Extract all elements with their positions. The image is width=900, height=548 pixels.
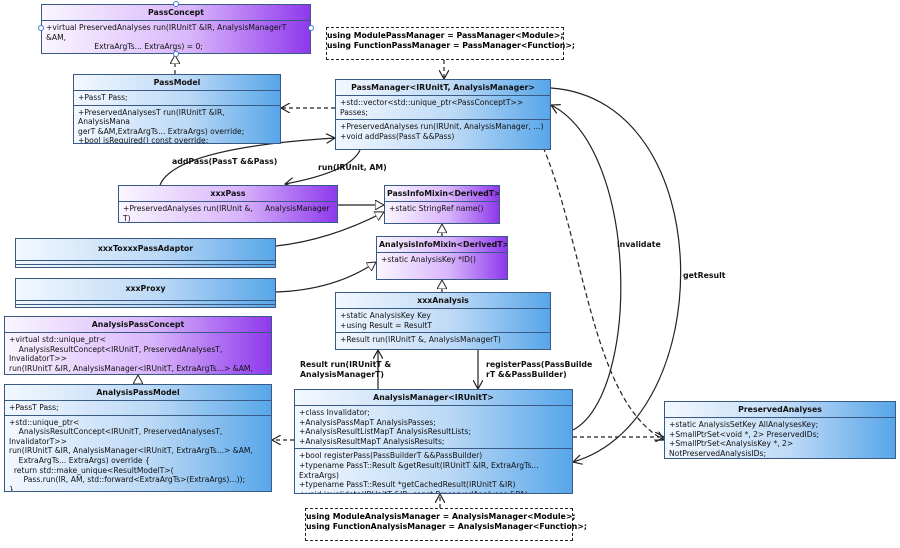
link-invalidate	[551, 105, 622, 431]
class-methods: +virtual PreservedAnalyses run(IRUnitT &…	[46, 23, 287, 53]
get-result-label: getResult	[683, 271, 726, 280]
class-name: AnalysisInfoMixin<DerivedT>	[377, 237, 507, 253]
selection-handle-icon[interactable]	[38, 25, 44, 31]
class-name: PreservedAnalyses	[665, 402, 895, 418]
pass-model-class[interactable]: PassModel +PassT Pass; +PreservedAnalyse…	[73, 74, 281, 144]
selection-handle-icon[interactable]	[173, 1, 179, 7]
class-name: AnalysisPassModel	[5, 385, 271, 401]
class-methods: +static StringRef name()	[389, 204, 484, 213]
proxy-class[interactable]: xxxProxy	[15, 278, 276, 308]
link-proxy-aim	[275, 262, 376, 293]
xxx-analysis-class[interactable]: xxxAnalysis +static AnalysisKey Key +usi…	[335, 292, 551, 350]
pass-manager-note[interactable]: using ModulePassManager = PassManager<Mo…	[326, 27, 575, 60]
class-attributes: +static AnalysisSetKey AllAnalysesKey; +…	[669, 420, 820, 458]
link-run	[285, 149, 361, 184]
class-methods: +PreservedAnalyses run(IRUnit &, Analysi…	[123, 204, 332, 223]
class-name: PassConcept	[42, 5, 310, 21]
register-pass-label: registerPass(PassBuilde rT &&PassBuilder…	[486, 360, 593, 379]
class-methods: +PreservedAnalysesT run(IRUnitT &IR, Ana…	[78, 107, 245, 144]
xxx-pass-class[interactable]: xxxPass +PreservedAnalyses run(IRUnit &,…	[118, 185, 338, 223]
analysis-manager-note[interactable]: using ModuleAnalysisManager = AnalysisMa…	[305, 508, 587, 541]
class-attributes: +class Invalidator; +AnalysisPassMapT An…	[295, 406, 572, 450]
class-attributes: +static AnalysisKey Key +using Result = …	[336, 309, 550, 334]
run-label: run(IRUnit, AM)	[318, 163, 387, 172]
class-methods: +static AnalysisKey *ID()	[381, 255, 476, 264]
preserved-analyses-class[interactable]: PreservedAnalyses +static AnalysisSetKey…	[664, 401, 896, 459]
class-name: PassModel	[74, 75, 280, 91]
link-getresult	[550, 87, 682, 462]
analysis-pass-concept-class[interactable]: AnalysisPassConcept +virtual std::unique…	[4, 316, 272, 375]
class-name: xxxProxy	[125, 284, 166, 293]
class-name: AnalysisPassConcept	[5, 317, 271, 333]
pass-manager-class[interactable]: PassManager<IRUnitT, AnalysisManager> +s…	[335, 79, 551, 150]
add-pass-label: addPass(PassT &&Pass)	[172, 157, 278, 166]
pass-concept-class[interactable]: PassConcept +virtual PreservedAnalyses r…	[41, 4, 311, 54]
class-attributes: +PassT Pass;	[74, 91, 280, 106]
invalidate-label: invalidate	[617, 240, 661, 249]
link-pm-preserved	[539, 139, 664, 440]
class-methods: +virtual std::unique_ptr< AnalysisResult…	[9, 335, 253, 374]
class-name: xxxAnalysis	[336, 293, 550, 309]
link-addpass	[159, 138, 335, 186]
result-run-label: Result run(IRUnitT & AnalysisManagerT)	[300, 360, 392, 379]
class-attributes: +std::vector<std::unique_ptr<PassConcept…	[336, 96, 550, 121]
analysis-manager-class[interactable]: AnalysisManager<IRUnitT> +class Invalida…	[294, 389, 573, 494]
class-name: xxxToxxxPassAdaptor	[97, 244, 194, 253]
class-methods: +std::unique_ptr< AnalysisResultConcept<…	[9, 417, 253, 492]
analysis-info-mixin-class[interactable]: AnalysisInfoMixin<DerivedT> +static Anal…	[376, 236, 508, 280]
class-methods: +PreservedAnalyses run(IRUnit, AnalysisM…	[340, 122, 544, 141]
selection-handle-icon[interactable]	[173, 51, 179, 57]
class-name: xxxPass	[119, 186, 337, 202]
class-methods: +Result run(IRUnitT &, AnalysisManagerT)	[340, 335, 501, 345]
class-methods: +bool registerPass(PassBuilderT &&PassBu…	[299, 451, 539, 493]
selection-handle-icon[interactable]	[308, 25, 314, 31]
class-name: PassInfoMixin<DerivedT>	[385, 186, 499, 202]
class-name: AnalysisManager<IRUnitT>	[295, 390, 572, 406]
pass-info-mixin-class[interactable]: PassInfoMixin<DerivedT> +static StringRe…	[384, 185, 500, 224]
class-name: PassManager<IRUnitT, AnalysisManager>	[336, 80, 550, 96]
link-adaptor-passinfomixin	[275, 212, 384, 247]
class-attributes: +PassT Pass;	[5, 401, 271, 416]
pass-adaptor-class[interactable]: xxxToxxxPassAdaptor	[15, 238, 276, 268]
analysis-pass-model-class[interactable]: AnalysisPassModel +PassT Pass; +std::uni…	[4, 384, 272, 492]
